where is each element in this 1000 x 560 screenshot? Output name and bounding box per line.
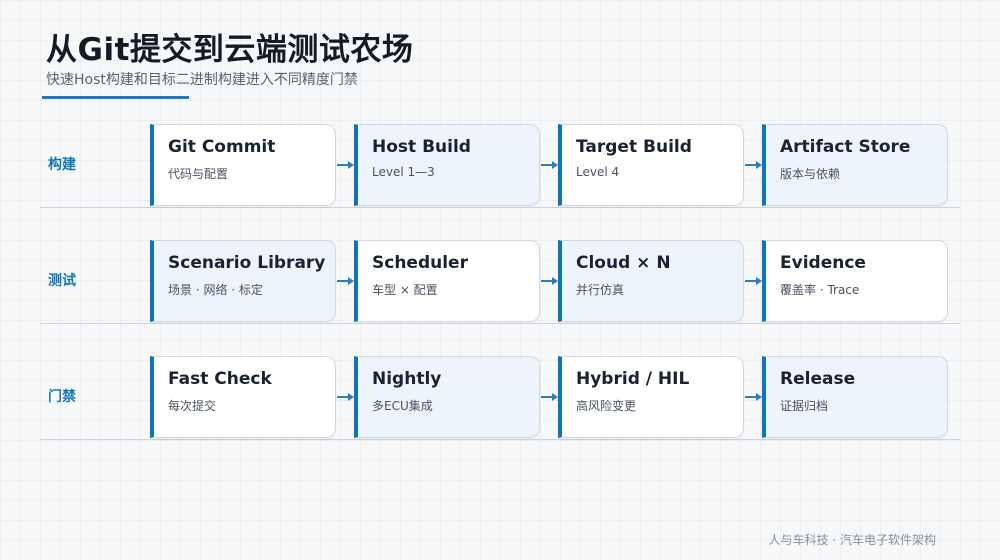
card-subtitle: 高风险变更 [576, 399, 637, 413]
card-title: Cloud × N [576, 253, 671, 273]
card-subtitle: Level 4 [576, 165, 620, 179]
card-subtitle: 并行仿真 [576, 283, 625, 297]
card-title: Target Build [576, 137, 692, 157]
card-subtitle: 覆盖率 · Trace [780, 283, 860, 297]
card-git-commit: Git Commit 代码与配置 [150, 124, 336, 206]
card-title: Evidence [780, 253, 866, 273]
page-subtitle: 快速Host构建和目标二进制构建进入不同精度门禁 [46, 72, 358, 88]
arrow-right-icon [745, 277, 762, 285]
card-subtitle: 每次提交 [168, 399, 217, 413]
row-build: 构建 Git Commit 代码与配置 Host Build Level 1—3… [40, 123, 960, 208]
arrow-right-icon [541, 277, 558, 285]
row-label: 门禁 [48, 389, 76, 405]
card-scheduler: Scheduler 车型 × 配置 [354, 240, 540, 322]
card-nightly: Nightly 多ECU集成 [354, 356, 540, 438]
card-target-build: Target Build Level 4 [558, 124, 744, 206]
card-artifact-store: Artifact Store 版本与依赖 [762, 124, 948, 206]
row-label: 测试 [48, 273, 76, 289]
card-subtitle: 版本与依赖 [780, 167, 841, 181]
row-gate: 门禁 Fast Check 每次提交 Nightly 多ECU集成 Hybrid… [40, 355, 960, 440]
card-title: Nightly [372, 369, 442, 389]
card-title: Scenario Library [168, 253, 326, 273]
footer-credit: 人与车科技 · 汽车电子软件架构 [768, 533, 936, 547]
card-title: Hybrid / HIL [576, 369, 690, 389]
arrow-right-icon [337, 393, 354, 401]
arrow-right-icon [745, 161, 762, 169]
card-scenario-library: Scenario Library 场景 · 网络 · 标定 [150, 240, 336, 322]
card-subtitle: 证据归档 [780, 399, 829, 413]
card-evidence: Evidence 覆盖率 · Trace [762, 240, 948, 322]
row-test: 测试 Scenario Library 场景 · 网络 · 标定 Schedul… [40, 239, 960, 324]
card-hybrid-hil: Hybrid / HIL 高风险变更 [558, 356, 744, 438]
card-host-build: Host Build Level 1—3 [354, 124, 540, 206]
card-cloud-n: Cloud × N 并行仿真 [558, 240, 744, 322]
arrow-right-icon [541, 393, 558, 401]
card-title: Host Build [372, 137, 471, 157]
arrow-right-icon [541, 161, 558, 169]
card-title: Fast Check [168, 369, 272, 389]
card-title: Scheduler [372, 253, 468, 273]
card-subtitle: 代码与配置 [168, 167, 229, 181]
page-title: 从Git提交到云端测试农场 [46, 32, 414, 68]
card-subtitle: 场景 · 网络 · 标定 [168, 283, 263, 297]
card-subtitle: Level 1—3 [372, 165, 435, 179]
card-title: Release [780, 369, 856, 389]
card-fast-check: Fast Check 每次提交 [150, 356, 336, 438]
card-title: Git Commit [168, 137, 276, 157]
card-subtitle: 车型 × 配置 [372, 283, 438, 297]
arrow-right-icon [337, 277, 354, 285]
row-label: 构建 [48, 157, 76, 173]
arrow-right-icon [337, 161, 354, 169]
card-release: Release 证据归档 [762, 356, 948, 438]
card-title: Artifact Store [780, 137, 911, 157]
arrow-right-icon [745, 393, 762, 401]
card-subtitle: 多ECU集成 [372, 399, 433, 413]
title-underline [42, 96, 189, 99]
